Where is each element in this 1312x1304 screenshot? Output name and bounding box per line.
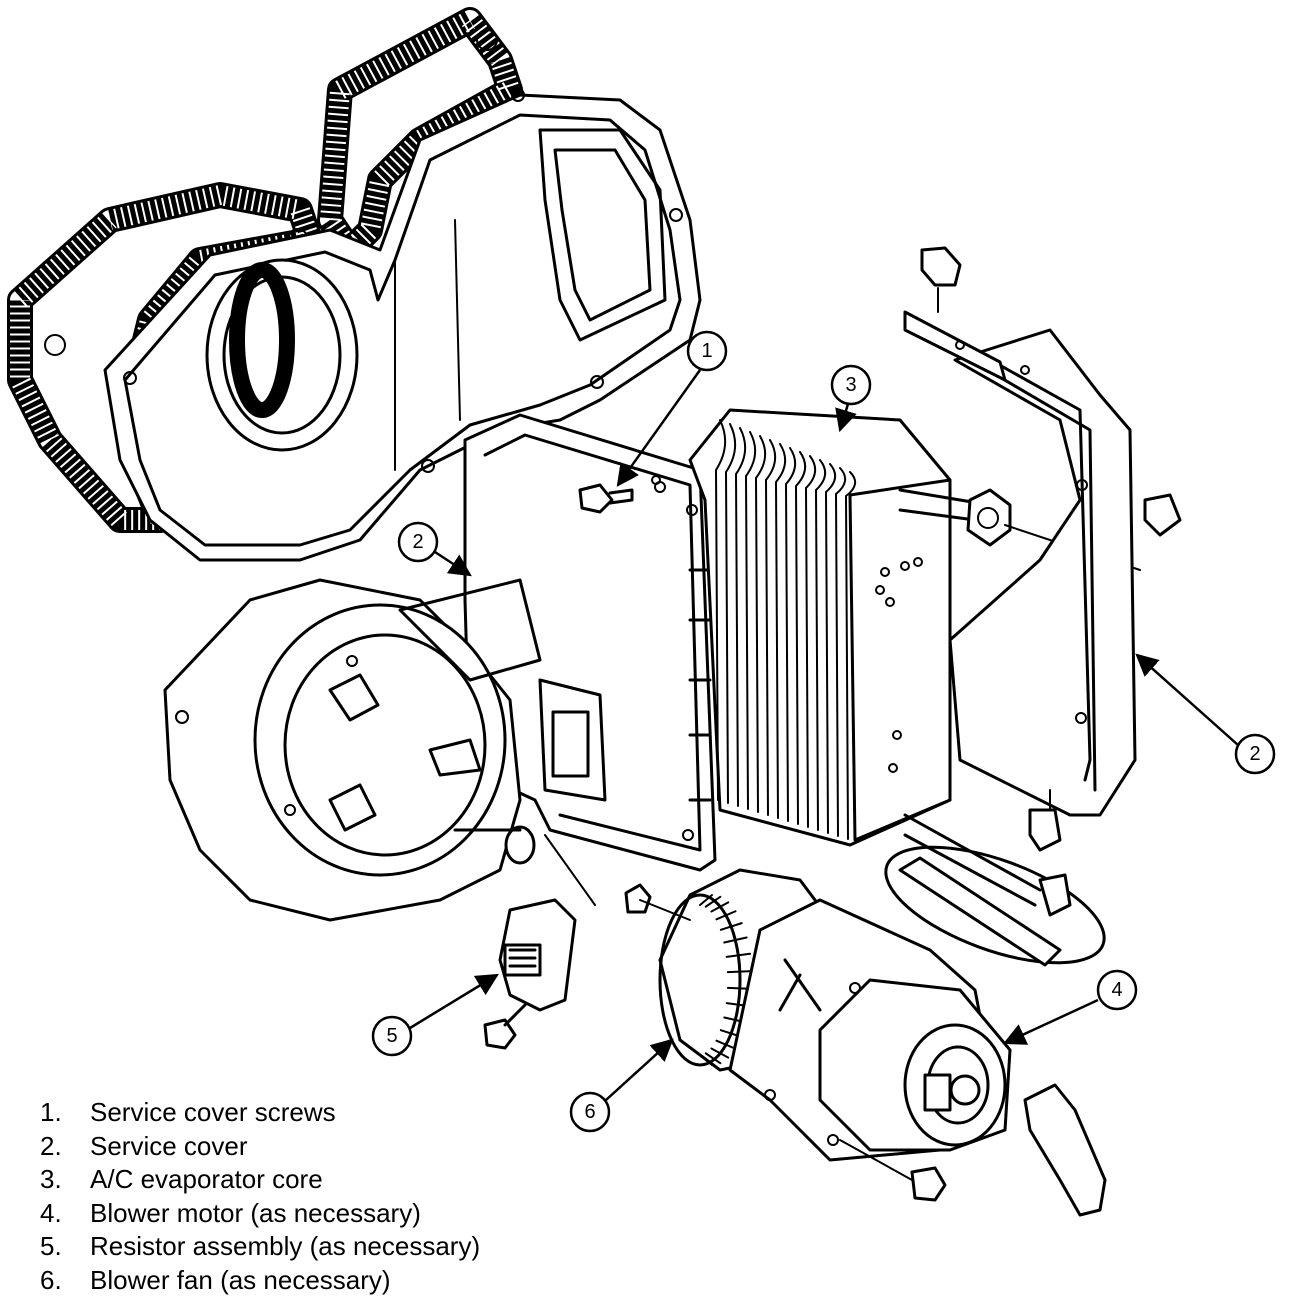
parts-legend: 1. Service cover screws 2. Service cover 3… [40, 1096, 480, 1297]
fan-blade [710, 1047, 730, 1059]
resistor-assembly [483, 834, 596, 1050]
legend-item-number: 4. [40, 1197, 62, 1228]
callout-3: 3 [830, 364, 872, 433]
callout-5-label: 5 [386, 1025, 397, 1047]
legend-item-text: Service cover [90, 1130, 248, 1161]
evaporator-fin [754, 435, 767, 813]
evaporator-fin [794, 451, 807, 825]
evaporator-fin [834, 467, 847, 837]
legend-item-number: 3. [40, 1164, 62, 1194]
legend-item: 3. A/C evaporator core [40, 1163, 480, 1197]
legend-item: 1. Service cover screws [40, 1096, 480, 1130]
evaporator-fin [714, 419, 727, 801]
service-cover-screw [578, 475, 661, 514]
legend-item-number: 1. [40, 1097, 62, 1127]
fan-blade [704, 895, 722, 908]
callout-1-label: 1 [701, 340, 712, 362]
legend-item-text: Resistor assembly (as necessary) [90, 1231, 481, 1261]
callout-2-right: 2 [1135, 653, 1276, 775]
callout-4: 4 [1002, 969, 1138, 1045]
callout-2-left-label: 2 [412, 531, 423, 553]
callout-4-label: 4 [1111, 979, 1122, 1001]
fan-blade [710, 901, 730, 913]
fan-blade [719, 922, 743, 931]
blower-motor [728, 898, 1107, 1217]
legend-item-text: Service cover screws [90, 1097, 336, 1127]
evaporator-fin [814, 459, 827, 831]
evaporator-fin [804, 455, 817, 828]
heater-housing-upper [103, 88, 702, 562]
fan-blade [704, 1052, 722, 1065]
callout-6: 6 [569, 1038, 674, 1133]
legend-item: 4. Blower motor (as necessary) [40, 1197, 480, 1231]
evaporator-core [688, 408, 1141, 907]
evaporator-fin [824, 463, 837, 834]
fan-blade [723, 936, 748, 944]
blower-scroll-housing [163, 578, 542, 922]
legend-item: 6. Blower fan (as necessary) [40, 1264, 480, 1298]
callout-2-right-label: 2 [1249, 743, 1260, 765]
callout-3-label: 3 [845, 374, 856, 396]
fan-blade [726, 970, 753, 974]
evaporator-fin [844, 471, 857, 840]
fan-blade [715, 910, 737, 921]
evaporator-fin [764, 439, 777, 816]
evaporator-fin [784, 447, 797, 822]
callout-5: 5 [371, 973, 499, 1057]
callout-2-left: 2 [397, 521, 472, 577]
legend-item-number: 2. [40, 1130, 62, 1161]
drain-fitting [884, 845, 1106, 967]
callout-1: 1 [616, 330, 728, 487]
fan-blade [699, 1054, 713, 1066]
legend-item-number: 5. [40, 1231, 62, 1261]
evaporator-fin [774, 443, 787, 819]
legend-item-text: Blower motor (as necessary) [90, 1197, 421, 1228]
service-cover [903, 246, 1182, 852]
legend-item-number: 6. [40, 1264, 62, 1295]
legend-item: 5. Resistor assembly (as necessary) [40, 1230, 480, 1264]
fan-blade [715, 1039, 737, 1050]
legend-item: 2. Service cover [40, 1130, 480, 1164]
legend-item-text: Blower fan (as necessary) [90, 1264, 391, 1295]
heater-housing-lower [463, 413, 717, 872]
fan-blade [699, 894, 713, 906]
evaporator-fin [744, 431, 757, 810]
legend-item-text: A/C evaporator core [90, 1164, 323, 1194]
evaporator-fin [734, 427, 747, 807]
fan-blade [725, 952, 752, 958]
evaporator-fin [724, 423, 737, 804]
callout-6-label: 6 [584, 1101, 595, 1123]
